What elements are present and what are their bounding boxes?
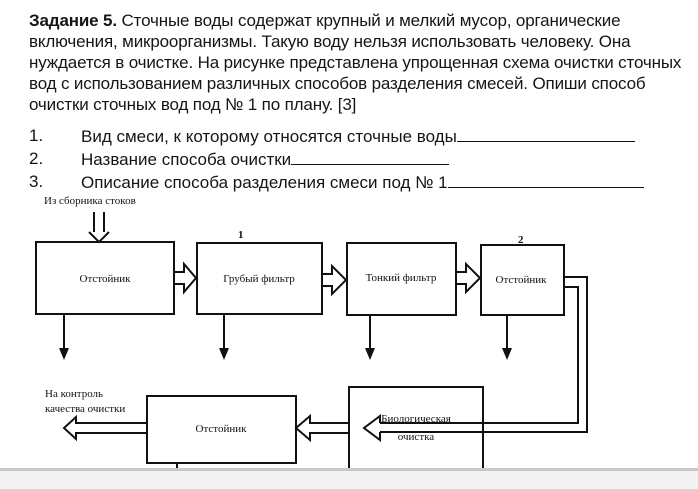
input-label: Из сборника стоков <box>44 195 136 207</box>
answer-blank-1[interactable] <box>456 125 635 142</box>
box-coarse-filter <box>196 242 323 315</box>
label-settler-2: Отстойник <box>496 274 548 286</box>
label-bio-line1: Биологическая <box>381 413 451 425</box>
box-settler-1 <box>35 241 175 315</box>
question-number: 1. <box>29 126 44 145</box>
label-fine-filter: Тонкий фильтр <box>366 272 437 284</box>
question-text: Название способа очистки <box>81 150 292 169</box>
question-number: 3. <box>29 172 44 191</box>
marker-2: 2 <box>518 234 524 246</box>
box-settler-3 <box>146 395 297 464</box>
answer-blank-3[interactable] <box>447 171 644 188</box>
input-arrow <box>88 212 110 244</box>
label-settler-1: Отстойник <box>80 273 132 285</box>
box-settler-2 <box>480 244 565 316</box>
answer-blank-2[interactable] <box>291 148 450 165</box>
label-bio-line2: очистка <box>398 431 435 443</box>
output-arrow <box>62 414 147 442</box>
task-body: Сточные воды содержат крупный и мелкий м… <box>29 11 682 114</box>
box-biological <box>348 386 484 470</box>
output-label-line1: На контроль <box>45 388 103 400</box>
arrow-coarse-to-fine <box>322 263 348 297</box>
question-number: 2. <box>29 149 44 168</box>
question-text: Описание способа разделения смеси под № … <box>81 173 448 192</box>
bottom-bar <box>0 468 698 489</box>
arrow-bio-to-settler3 <box>294 413 349 443</box>
task-statement: Задание 5. Сточные воды содержат крупный… <box>29 10 698 115</box>
label-coarse-filter: Грубый фильтр <box>223 273 295 285</box>
arrow-settler1-to-coarse <box>174 261 198 295</box>
drain-arrows <box>63 314 508 350</box>
water-treatment-diagram: Из сборника стоков Отстойник 1 Грубый фи… <box>35 195 588 470</box>
label-settler-3: Отстойник <box>196 423 248 435</box>
output-label-line2: качества очистки <box>45 403 125 415</box>
task-title: Задание 5. <box>29 11 117 30</box>
arrow-fine-to-settler2 <box>456 261 482 295</box>
marker-1: 1 <box>238 229 244 241</box>
question-text: Вид смеси, к которому относятся сточные … <box>81 127 457 146</box>
box-fine-filter <box>346 242 457 316</box>
